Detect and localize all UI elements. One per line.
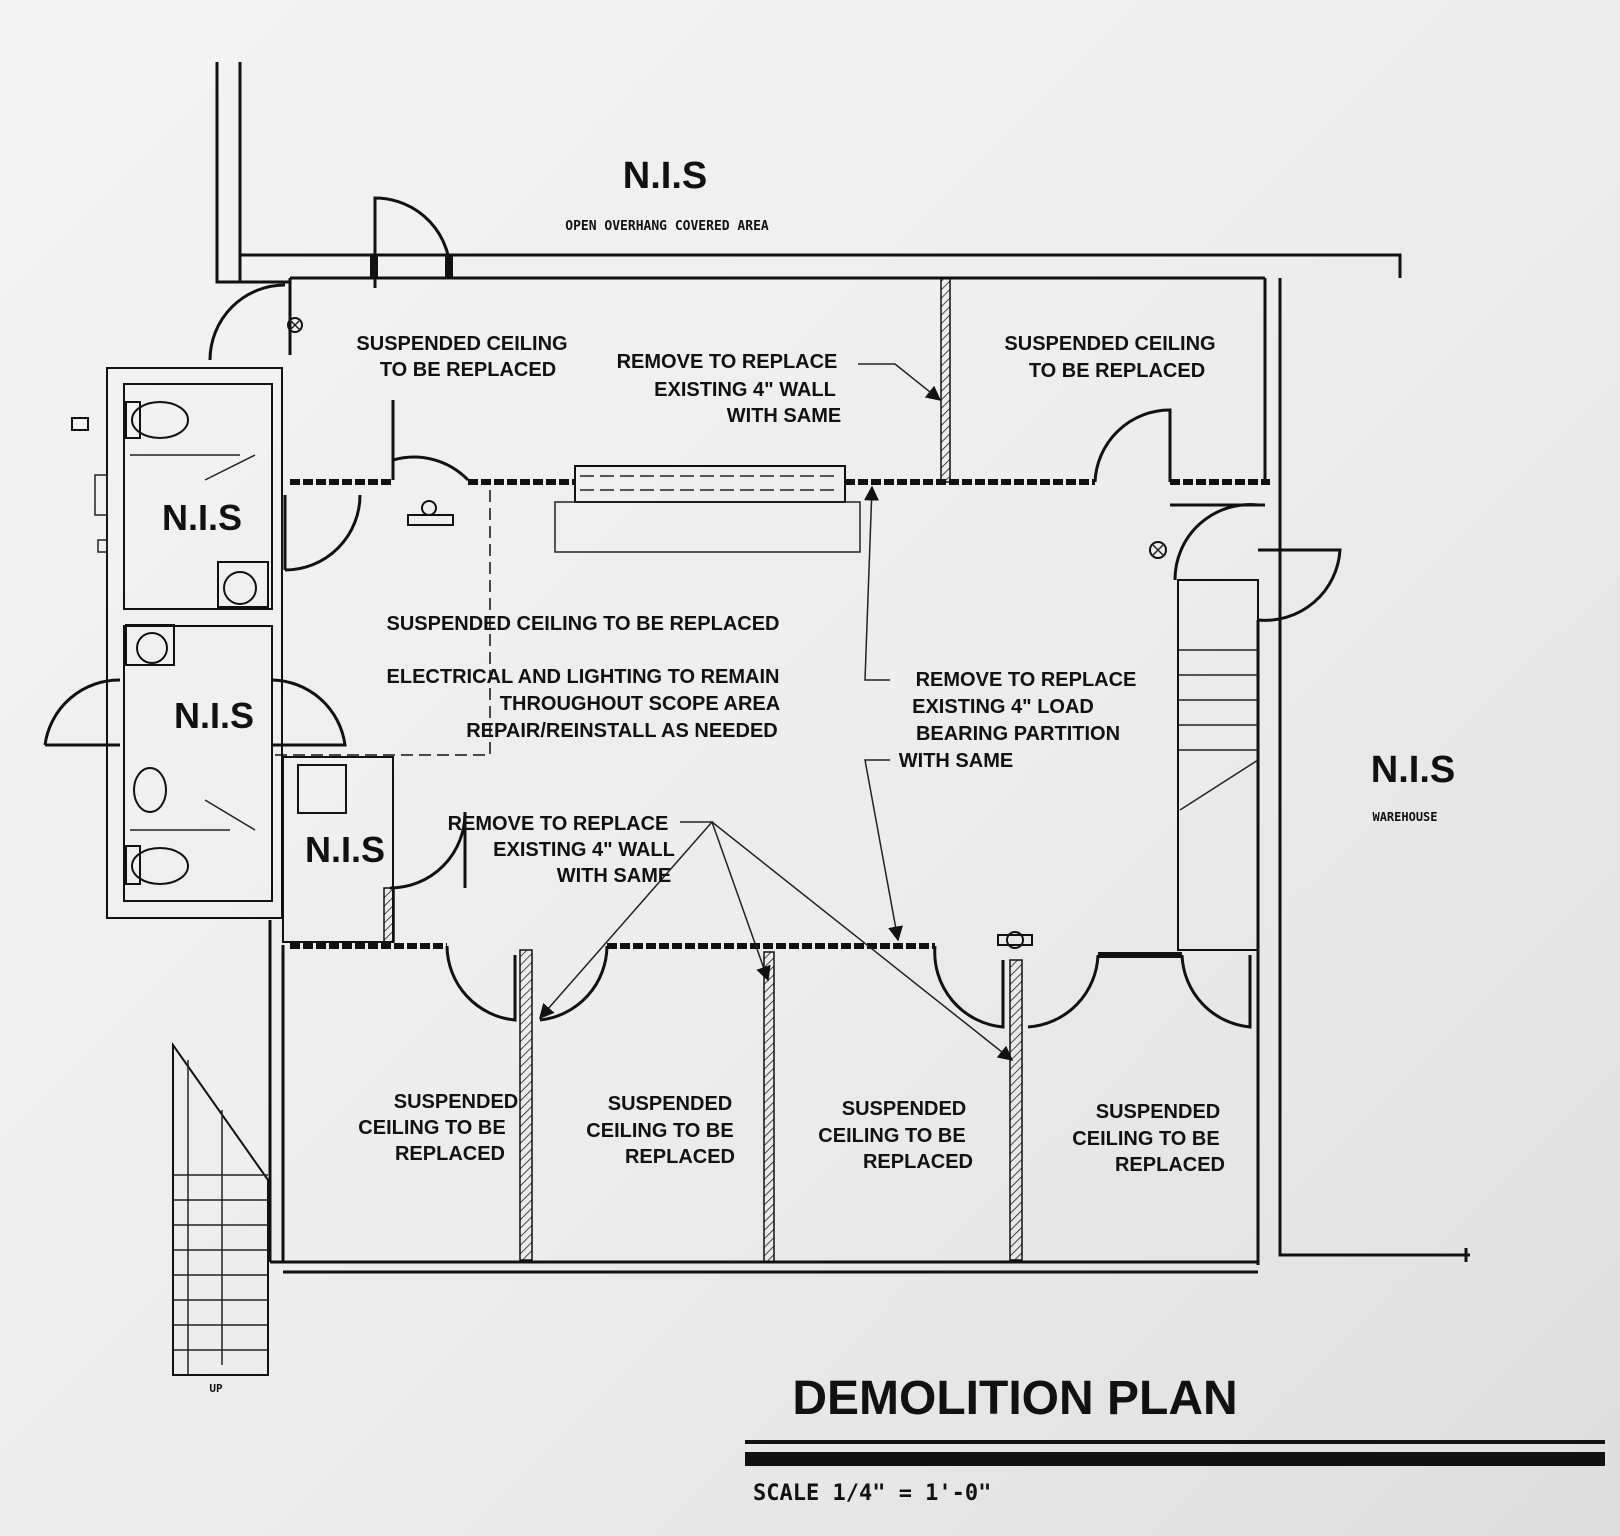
office-2-note-1: SUSPENDED (608, 1093, 732, 1115)
ceiling-top-right-1: SUSPENDED CEILING (1004, 333, 1215, 355)
electrical-note-1: ELECTRICAL AND LIGHTING TO REMAIN (387, 666, 780, 688)
office-2-note-3: REPLACED (625, 1146, 735, 1168)
wall-top-1: REMOVE TO REPLACE (617, 351, 838, 373)
office-1-note-2: CEILING TO BE (358, 1117, 505, 1139)
overhang-outline (215, 62, 1402, 284)
up-marker: UP (209, 1382, 223, 1395)
ceiling-top-left-2: TO BE REPLACED (380, 359, 556, 381)
closet (282, 756, 395, 943)
drawing-title: DEMOLITION PLAN (792, 1372, 1237, 1425)
leader-lines (539, 363, 1014, 1061)
doors-left (43, 196, 470, 890)
load-bearing-note-1: REMOVE TO REPLACE (916, 669, 1137, 691)
ceiling-top-right-2: TO BE REPLACED (1029, 360, 1205, 382)
office-3-note-2: CEILING TO BE (818, 1125, 965, 1147)
restroom-lower-label: N.I.S (174, 695, 254, 736)
office-4-note-3: REPLACED (1115, 1154, 1225, 1176)
wall-bottom-3: WITH SAME (557, 865, 671, 887)
fixtures (287, 317, 1167, 949)
top-partition (290, 277, 1270, 553)
office-3-note-1: SUSPENDED (842, 1098, 966, 1120)
load-bearing-note-2: EXISTING 4" LOAD (912, 696, 1094, 718)
office-4-note-2: CEILING TO BE (1072, 1128, 1219, 1150)
top-nis-label: N.I.S (623, 155, 707, 197)
warehouse-nis-label: N.I.S (1371, 749, 1455, 791)
drawing-scale: SCALE 1/4" = 1'-0" (753, 1481, 991, 1506)
top-nis-sublabel: OPEN OVERHANG COVERED AREA (565, 219, 769, 234)
stair-exterior (172, 1041, 269, 1376)
office-3-note-3: REPLACED (863, 1151, 973, 1173)
wall-top-3: WITH SAME (727, 405, 841, 427)
restroom-upper-label: N.I.S (162, 497, 242, 538)
load-bearing-note-3: BEARING PARTITION (916, 723, 1120, 745)
office-1-note-1: SUSPENDED (394, 1091, 518, 1113)
wall-top-2: EXISTING 4" WALL (654, 379, 836, 401)
wall-bottom-2: EXISTING 4" WALL (493, 839, 675, 861)
electrical-note-2: THROUGHOUT SCOPE AREA (500, 693, 780, 715)
title-block: DEMOLITION PLAN SCALE 1/4" = 1'-0" (745, 1372, 1605, 1506)
ceiling-center-note: SUSPENDED CEILING TO BE REPLACED (386, 613, 779, 635)
restroom-block (71, 367, 283, 919)
warehouse-sublabel: WAREHOUSE (1372, 810, 1437, 824)
office-2-note-2: CEILING TO BE (586, 1120, 733, 1142)
load-bearing-note-4: WITH SAME (899, 750, 1013, 772)
closet-label: N.I.S (305, 829, 385, 870)
office-4-note-1: SUSPENDED (1096, 1101, 1220, 1123)
office-1-note-3: REPLACED (395, 1143, 505, 1165)
bottom-partition (290, 943, 1252, 1263)
electrical-note-3: REPAIR/REINSTALL AS NEEDED (466, 720, 778, 742)
ceiling-top-left-1: SUSPENDED CEILING (356, 333, 567, 355)
stair-right (1170, 503, 1342, 951)
wall-bottom-1: REMOVE TO REPLACE (448, 813, 669, 835)
